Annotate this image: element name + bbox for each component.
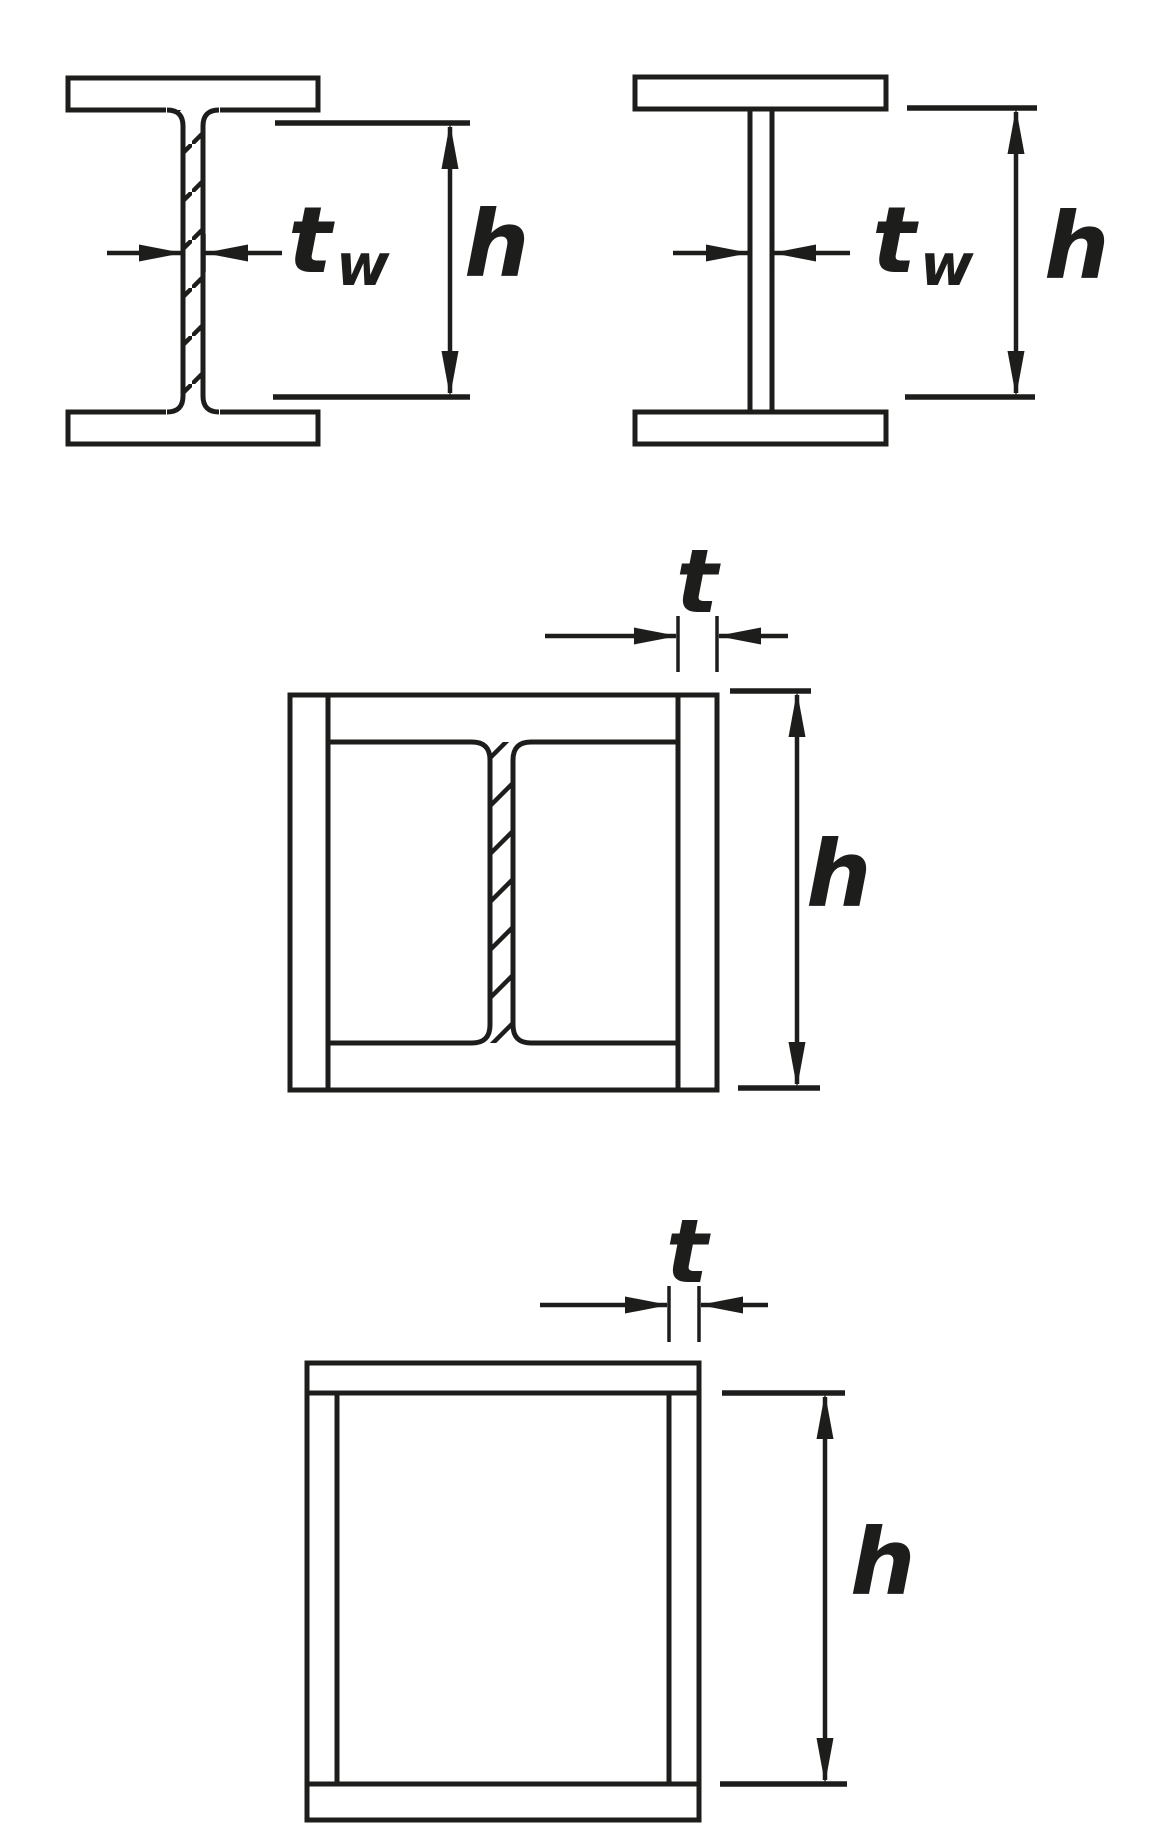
figure-rolled-i-section: tw h xyxy=(65,75,530,447)
box-outline xyxy=(287,692,720,1093)
welded-i-depth-dimension: h xyxy=(905,105,1110,400)
t-label: t xyxy=(676,530,721,633)
t-arrowhead-right xyxy=(717,627,761,645)
top-wall xyxy=(304,1360,702,1396)
right-wall xyxy=(675,692,720,1093)
top-flange xyxy=(325,692,681,745)
h-arrowhead-up xyxy=(816,1393,834,1439)
web xyxy=(747,106,775,415)
h-arrowhead-up xyxy=(1007,108,1025,154)
tw-label: tw xyxy=(872,187,974,299)
welded-i-outline xyxy=(632,74,889,447)
tw-label: tw xyxy=(288,187,390,299)
hollow-box-wall-thickness-dimension: t xyxy=(540,1200,768,1342)
t-arrowhead-right xyxy=(699,1296,743,1314)
h-label: h xyxy=(464,191,530,298)
right-wall xyxy=(666,1390,702,1787)
hollow-box-depth-dimension: h xyxy=(720,1390,916,1787)
top-flange xyxy=(632,74,889,112)
rolled-i-web-thickness-dimension: tw xyxy=(107,187,390,299)
tw-arrowhead-right xyxy=(204,244,248,262)
left-wall xyxy=(304,1390,340,1787)
box-wall-thickness-dimension: t xyxy=(545,530,788,672)
tw-arrowhead-left xyxy=(706,244,750,262)
t-arrowhead-left xyxy=(625,1296,669,1314)
h-arrowhead-down xyxy=(816,1738,834,1784)
tw-arrowhead-right xyxy=(772,244,816,262)
rolled-i-outline xyxy=(65,75,321,447)
h-arrowhead-down xyxy=(1007,351,1025,397)
box-depth-dimension: h xyxy=(730,688,872,1091)
t-arrowhead-left xyxy=(634,627,678,645)
left-wall xyxy=(287,692,331,1093)
hollow-box-outline xyxy=(304,1360,702,1823)
h-arrowhead-down xyxy=(788,1042,806,1088)
figure-hollow-box-section: t h xyxy=(304,1200,916,1823)
web-hatch xyxy=(167,110,219,412)
bottom-wall xyxy=(304,1781,702,1823)
rolled-i-depth-dimension: h xyxy=(273,120,530,400)
h-arrowhead-up xyxy=(788,691,806,737)
welded-i-web-thickness-dimension: tw xyxy=(673,187,974,299)
figure-double-web-box-section: t h xyxy=(287,530,872,1093)
web-edge-left xyxy=(166,107,186,415)
h-label: h xyxy=(806,821,872,928)
h-arrowhead-up xyxy=(441,123,459,169)
t-label: t xyxy=(666,1200,711,1303)
h-label: h xyxy=(1044,193,1110,300)
tw-arrowhead-left xyxy=(139,244,183,262)
middle-web-edge-left xyxy=(471,739,493,1046)
middle-web-edge-right xyxy=(510,739,532,1046)
middle-web-hatch xyxy=(472,742,531,1043)
web-junction-patch-bottom xyxy=(472,1039,531,1048)
figure-welded-i-section: tw h xyxy=(632,74,1110,447)
bottom-flange xyxy=(325,1040,681,1093)
bottom-flange xyxy=(632,409,889,447)
h-arrowhead-down xyxy=(441,351,459,397)
h-label: h xyxy=(850,1509,916,1616)
